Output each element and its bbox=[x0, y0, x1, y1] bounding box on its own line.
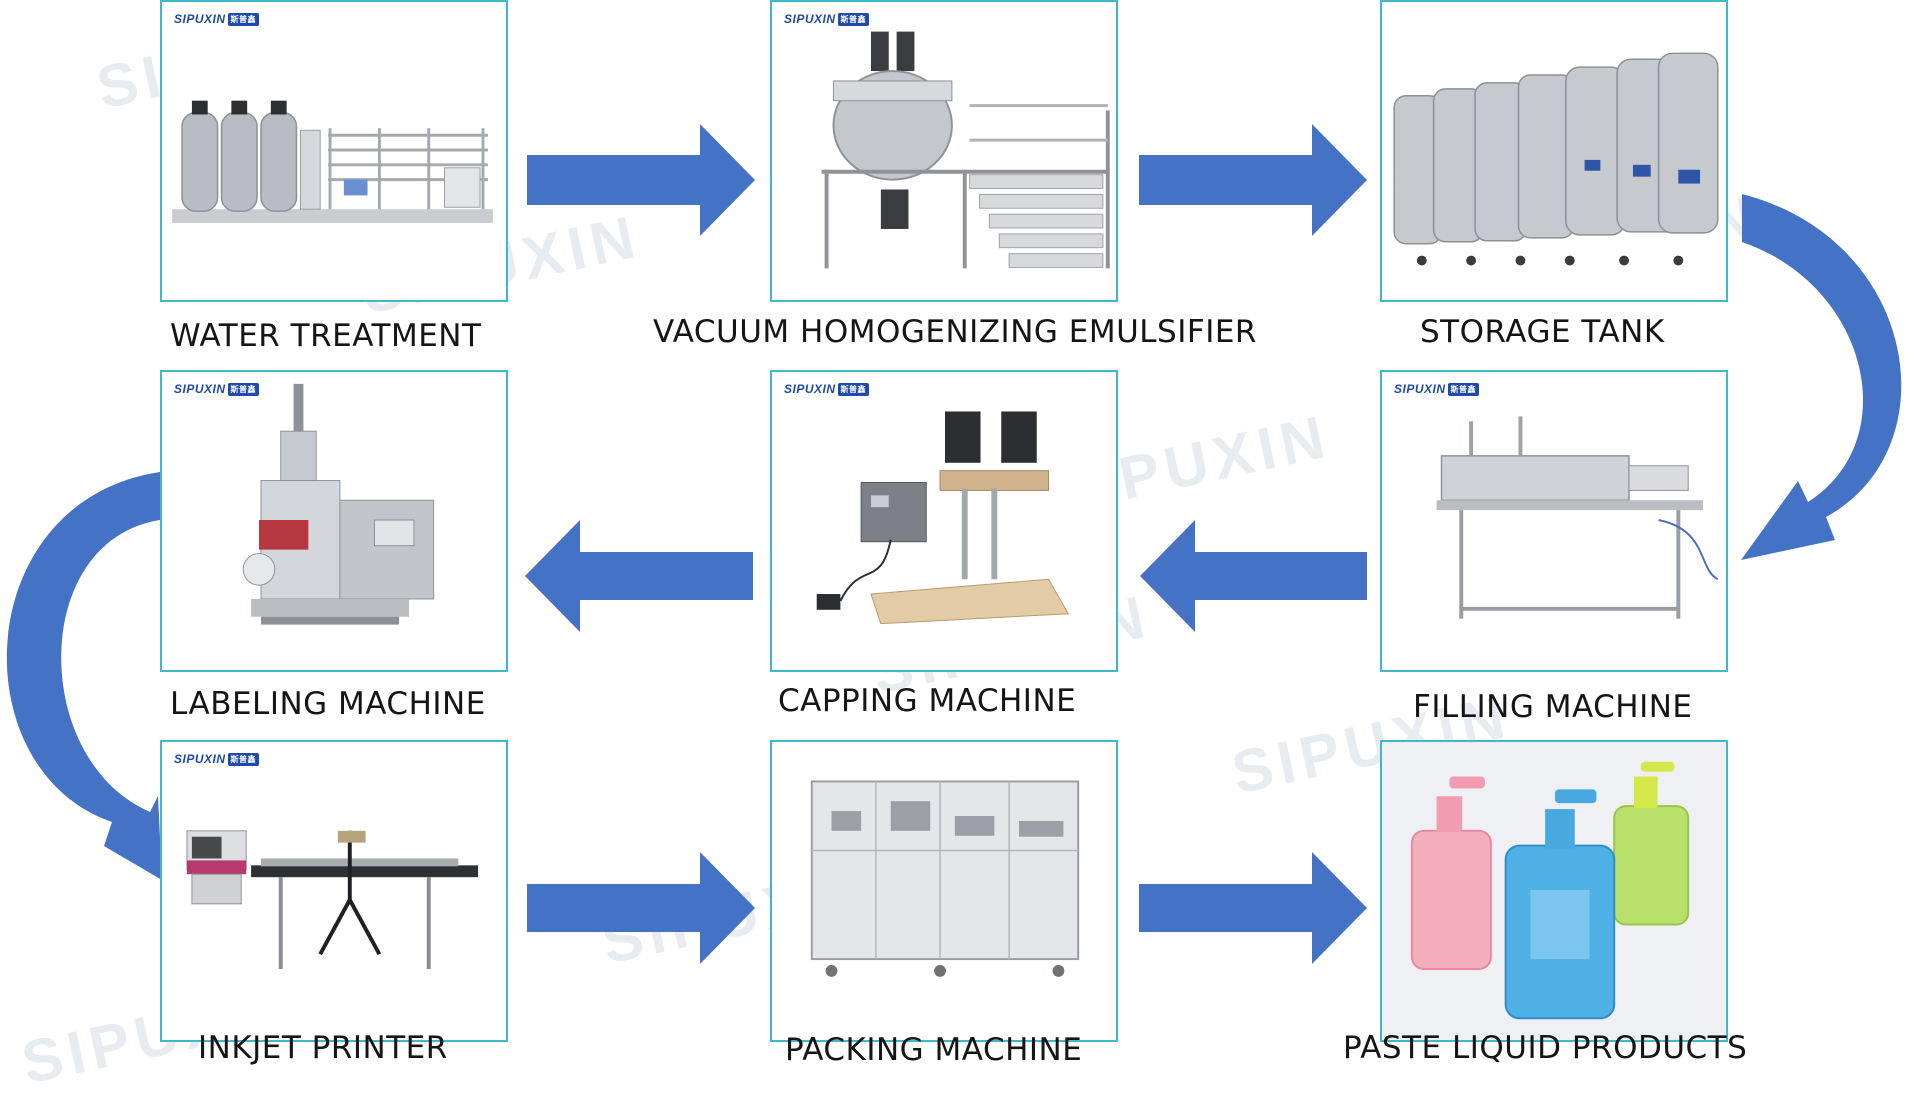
step-label: WATER TREATMENT bbox=[170, 318, 482, 354]
step-label: CAPPING MACHINE bbox=[778, 683, 1077, 719]
arrow-right-icon bbox=[527, 124, 755, 236]
step-card-packing-machine bbox=[770, 740, 1118, 1042]
step-label: INKJET PRINTER bbox=[198, 1030, 448, 1066]
step-label: FILLING MACHINE bbox=[1413, 689, 1693, 725]
filling-machine-illustration bbox=[1436, 416, 1719, 619]
inkjet-printer-illustration bbox=[186, 830, 479, 969]
liquid-bottles-illustration bbox=[1382, 742, 1726, 1040]
step-label: LABELING MACHINE bbox=[170, 686, 486, 722]
arrow-left-icon bbox=[525, 520, 753, 632]
capping-machine-illustration bbox=[816, 411, 1070, 625]
curved-arrow-icon bbox=[6, 472, 162, 880]
labeling-machine-illustration bbox=[242, 383, 435, 625]
water-treatment-machine-illustration bbox=[172, 100, 493, 224]
curved-arrow-icon bbox=[1741, 194, 1902, 560]
arrow-right-icon bbox=[527, 852, 755, 964]
step-label: VACUUM HOMOGENIZING EMULSIFIER bbox=[653, 314, 1257, 350]
arrow-right-icon bbox=[1139, 124, 1367, 236]
packing-machine-illustration bbox=[810, 780, 1080, 977]
step-card-storage-tank bbox=[1380, 0, 1728, 302]
arrow-right-icon bbox=[1139, 852, 1367, 964]
step-label: STORAGE TANK bbox=[1420, 314, 1665, 350]
step-label: PACKING MACHINE bbox=[785, 1032, 1083, 1068]
emulsifier-machine-illustration bbox=[821, 31, 1110, 269]
step-card-paste-liquid-products bbox=[1380, 740, 1728, 1042]
step-label: PASTE LIQUID PRODUCTS bbox=[1343, 1030, 1748, 1066]
arrow-left-icon bbox=[1140, 520, 1367, 632]
storage-tank-illustration bbox=[1393, 52, 1719, 266]
